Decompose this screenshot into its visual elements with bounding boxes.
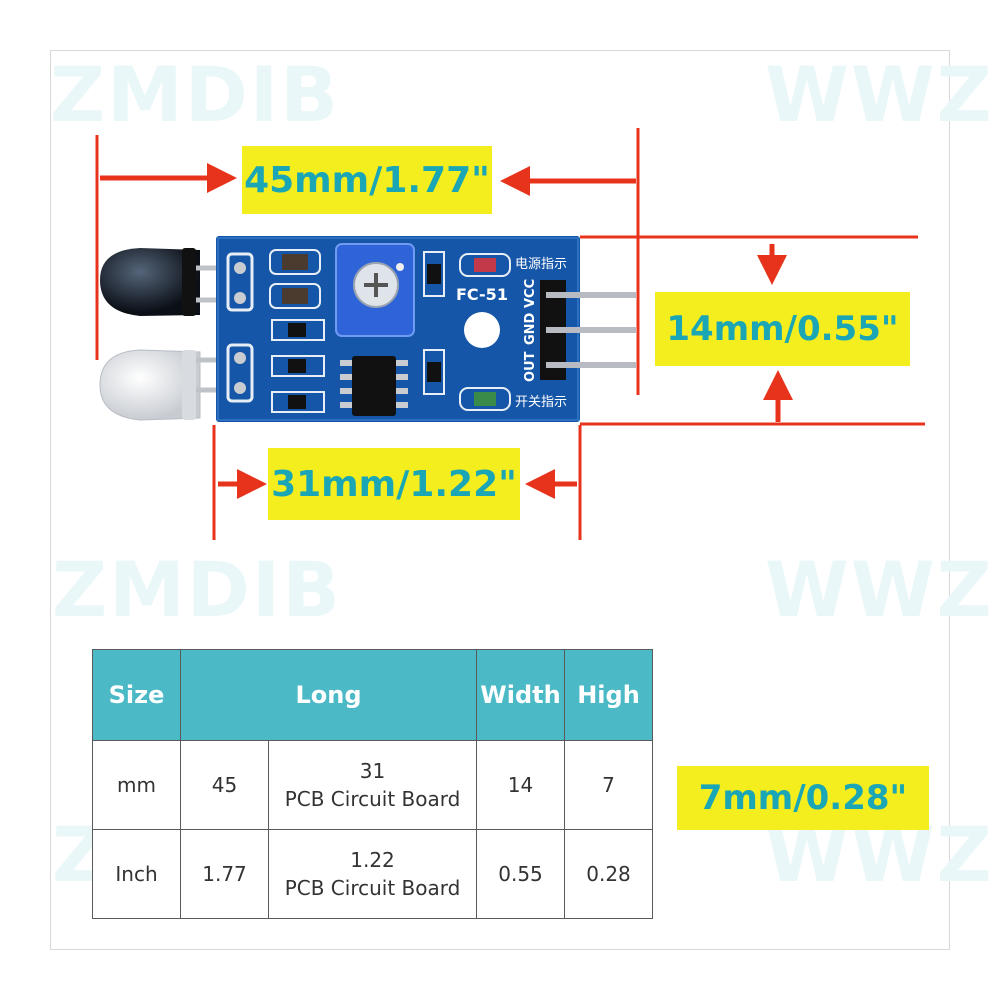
pin-out-label: OUT <box>523 351 538 382</box>
ir-emitter-led <box>99 349 201 421</box>
power-indicator-label: 电源指示 <box>515 257 567 272</box>
header-long: Long <box>179 649 478 741</box>
watermark-top-left: ZMDIB <box>50 50 341 139</box>
model-label: FC-51 <box>456 285 508 304</box>
ir-receiver-led <box>100 248 200 316</box>
long-pcb-cell: 1.22 PCB Circuit Board <box>267 829 478 919</box>
unit-cell: mm <box>92 740 181 830</box>
high-cell: 0.28 <box>564 829 654 919</box>
watermark-mid-right: WWZ <box>765 545 994 634</box>
header-width: Width <box>476 649 566 741</box>
long-total-cell: 45 <box>180 740 269 830</box>
unit-cell: Inch <box>92 829 181 919</box>
pcb-width-label: 14mm/0.55" <box>655 292 910 366</box>
pcb-length-label: 31mm/1.22" <box>268 448 520 520</box>
pcb-board <box>216 236 636 422</box>
long-pcb-label: PCB Circuit Board <box>284 876 461 900</box>
width-cell: 0.55 <box>476 829 566 919</box>
header-size: Size <box>92 649 181 741</box>
comparator-chip <box>340 356 408 416</box>
table-row: Inch 1.77 1.22 PCB Circuit Board 0.55 0.… <box>92 829 654 919</box>
height-label: 7mm/0.28" <box>677 766 929 830</box>
table-header-row: Size Long Width High <box>92 649 654 741</box>
watermark-top-right: WWZ <box>765 50 994 139</box>
long-pcb-label: PCB Circuit Board <box>284 787 461 811</box>
high-cell: 7 <box>564 740 654 830</box>
long-pcb-value: 1.22 <box>350 848 395 872</box>
header-high: High <box>564 649 654 741</box>
pin-gnd-label: GND <box>523 312 538 345</box>
pin-vcc-label: VCC <box>523 279 538 308</box>
long-pcb-cell: 31 PCB Circuit Board <box>267 740 478 830</box>
long-pcb-value: 31 <box>359 759 386 783</box>
long-total-cell: 1.77 <box>180 829 269 919</box>
switch-indicator-label: 开关指示 <box>515 395 567 410</box>
table-row: mm 45 31 PCB Circuit Board 14 7 <box>92 740 654 830</box>
size-spec-table: Size Long Width High mm 45 31 PCB Circui… <box>92 649 654 919</box>
potentiometer <box>335 243 415 337</box>
total-length-label: 45mm/1.77" <box>242 146 492 214</box>
dimension-lines <box>95 128 925 540</box>
dimension-arrows <box>100 163 793 499</box>
width-cell: 14 <box>476 740 566 830</box>
watermark-mid-left: ZMDIB <box>52 545 343 634</box>
